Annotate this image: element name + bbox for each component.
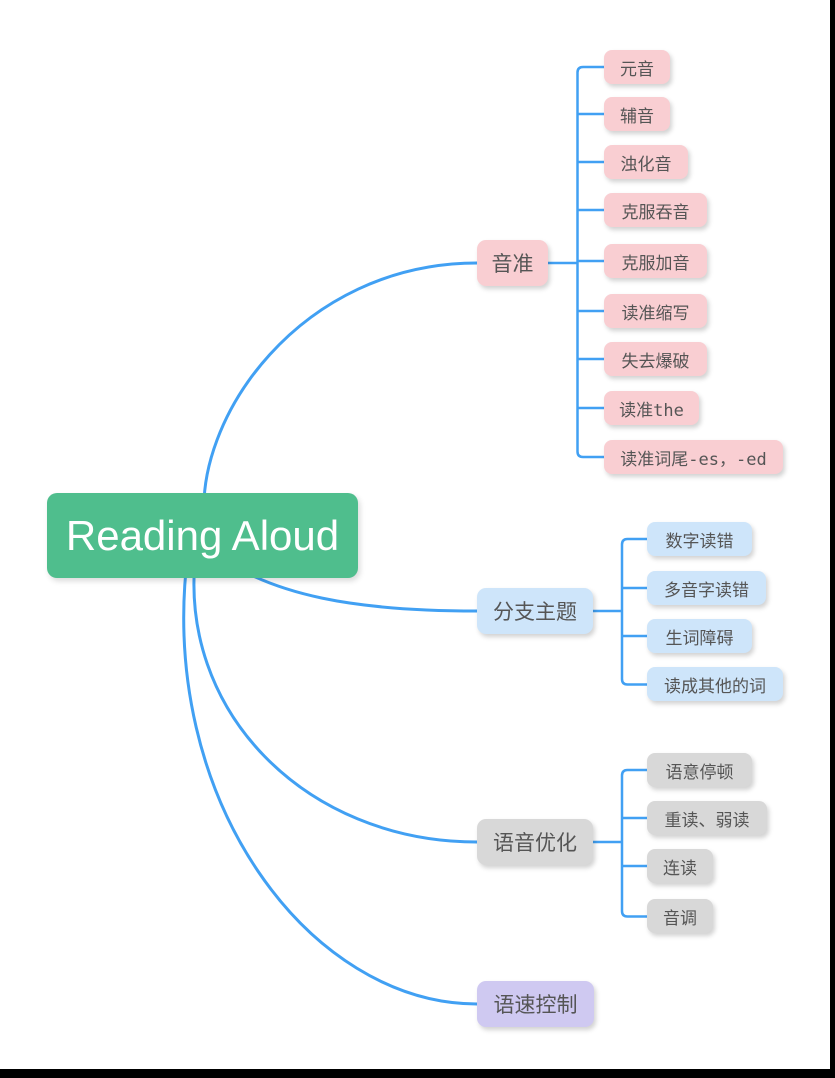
branch-topic-speed[interactable]: 语速控制 — [477, 981, 594, 1027]
branch-topic-misreading[interactable]: 分支主题 — [477, 588, 593, 634]
sub-topic[interactable]: 连读 — [647, 849, 713, 883]
sub-topic[interactable]: 多音字读错 — [647, 571, 766, 605]
right-edge-bar — [830, 0, 835, 1078]
sub-topic[interactable]: 读准缩写 — [604, 294, 707, 328]
connectors-branch-misreading — [591, 537, 649, 686]
sub-topic[interactable]: 失去爆破 — [604, 342, 707, 376]
branch-topic-optimization[interactable]: 语音优化 — [477, 819, 593, 865]
branch-topic-accuracy[interactable]: 音准 — [477, 240, 548, 286]
sub-topic[interactable]: 读准the — [604, 391, 699, 425]
sub-topic[interactable]: 重读、弱读 — [647, 801, 767, 835]
curve-root-to-accuracy — [202, 261, 479, 527]
sub-topic[interactable]: 浊化音 — [604, 145, 688, 179]
sub-topic[interactable]: 辅音 — [604, 97, 670, 131]
connectors-branch-accuracy — [546, 65, 606, 459]
sub-topic[interactable]: 数字读错 — [647, 522, 752, 556]
bottom-edge-bar — [0, 1069, 835, 1078]
sub-topic[interactable]: 克服吞音 — [604, 193, 707, 227]
sub-topic[interactable]: 读成其他的词 — [647, 667, 783, 701]
sub-topic[interactable]: 音调 — [647, 899, 713, 933]
curve-root-to-optimization — [192, 550, 479, 844]
connectors-branch-optimization — [591, 768, 649, 918]
sub-topic[interactable]: 克服加音 — [604, 244, 707, 278]
sub-topic[interactable]: 读准词尾-es，-ed — [604, 440, 783, 474]
sub-topic[interactable]: 元音 — [604, 50, 670, 84]
sub-topic[interactable]: 语意停顿 — [647, 753, 752, 787]
curve-root-to-speed — [182, 550, 479, 1006]
central-topic[interactable]: Reading Aloud — [47, 493, 358, 578]
sub-topic[interactable]: 生词障碍 — [647, 619, 752, 653]
